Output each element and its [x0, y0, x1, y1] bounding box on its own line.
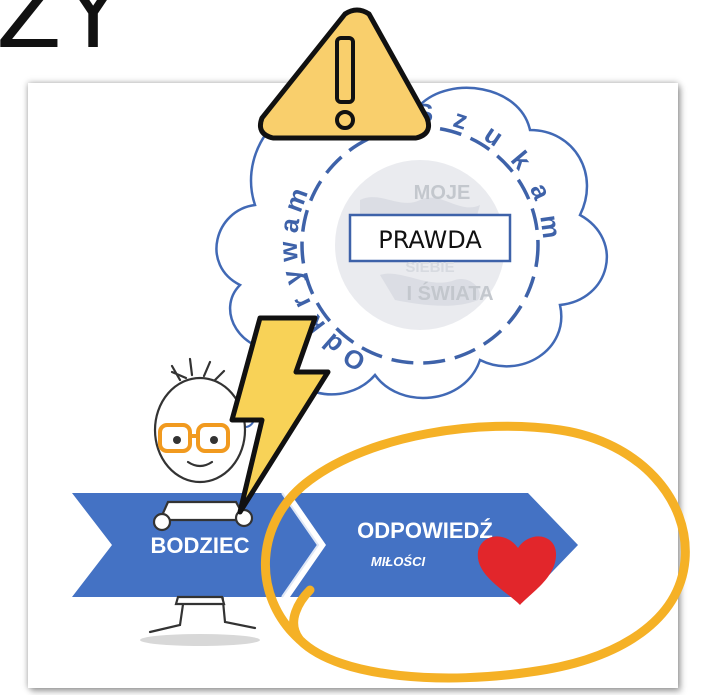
arc-letter: a [273, 215, 305, 234]
arc-letter: w [273, 240, 304, 263]
bodziec-label: BODZIEC [151, 533, 250, 558]
warning-icon [257, 7, 432, 141]
heart-icon [477, 536, 557, 605]
slide-title-fragment: ZY [0, 0, 125, 70]
milosci-label: MIŁOŚCI [371, 554, 426, 569]
cloud-word-siebie: SIEBIE [405, 259, 454, 276]
cloud-word-moje: MOJE [414, 182, 471, 204]
banner-left-segment [72, 493, 318, 597]
arc-letter: m [534, 213, 567, 240]
prawda-box [348, 213, 512, 263]
lightning-icon [229, 315, 331, 515]
odpowiedz-label: ODPOWIEDŹ [357, 518, 493, 543]
cloud-word-swiata: I ŚWIATA [406, 281, 493, 305]
prawda-label: PRAWDA [378, 226, 482, 254]
highlight-ring [260, 421, 690, 683]
stick-figure [140, 357, 260, 646]
